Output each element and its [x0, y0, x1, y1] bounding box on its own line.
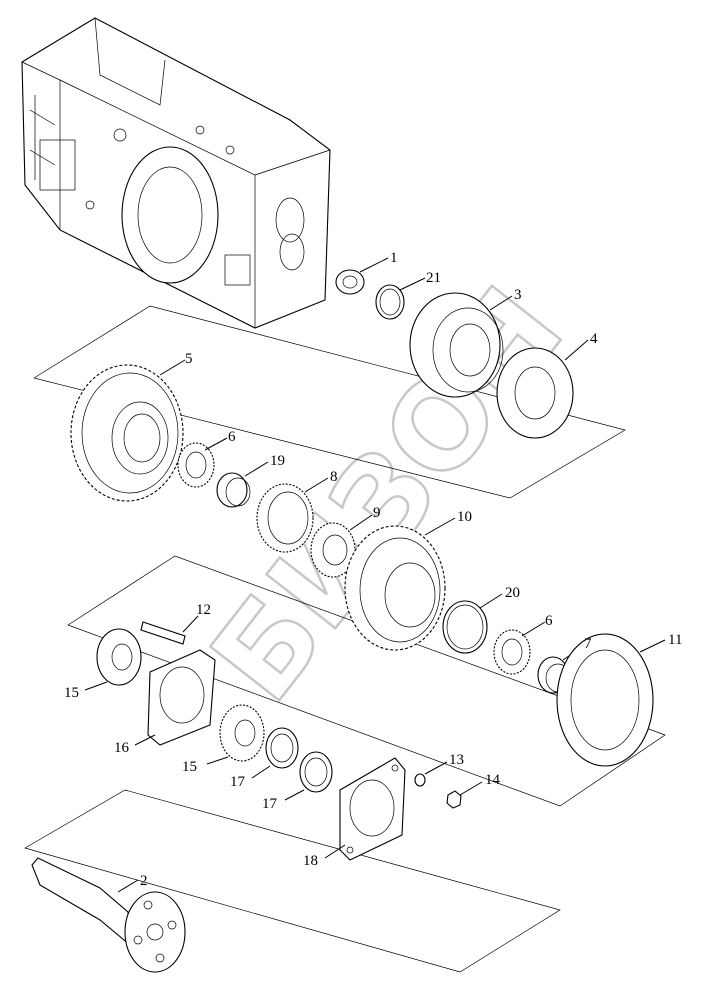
- label-6-upper: 6: [228, 429, 236, 445]
- label-15-right: 15: [182, 759, 197, 775]
- part-8-ring: [256, 477, 329, 553]
- label-1: 1: [390, 250, 398, 266]
- part-17-seal-upper: [251, 727, 299, 779]
- part-labels: 1 2 3 4 5 6 6 7 8 9 10 11 12 13 14 15 15…: [64, 250, 682, 889]
- label-4: 4: [590, 331, 598, 347]
- label-21: 21: [426, 270, 441, 286]
- part-21-ring: [375, 277, 426, 320]
- part-19-bushing: [216, 461, 269, 508]
- label-11: 11: [668, 632, 682, 648]
- label-12: 12: [196, 602, 211, 618]
- part-13-washer: [414, 761, 448, 787]
- part-5-gear: [70, 359, 186, 502]
- label-7: 7: [584, 636, 592, 652]
- part-16-housing: [134, 649, 216, 746]
- part-4-washer: [496, 339, 589, 439]
- part-20-circlip: [442, 593, 503, 654]
- part-2-shaft: [31, 857, 186, 973]
- label-6-lower: 6: [545, 613, 553, 629]
- part-6-needle-bearing-lower: [493, 621, 546, 675]
- part-15-bearing-left: [84, 628, 142, 691]
- label-19: 19: [270, 453, 285, 469]
- label-13: 13: [449, 752, 464, 768]
- part-18-cover: [324, 757, 406, 861]
- label-20: 20: [505, 585, 520, 601]
- group-outlines: [24, 305, 666, 973]
- label-8: 8: [330, 469, 338, 485]
- part-12-bolt: [140, 615, 199, 645]
- label-10: 10: [457, 509, 472, 525]
- gearbox-housing: [21, 17, 331, 329]
- label-18: 18: [303, 853, 318, 869]
- label-17-upper: 17: [230, 774, 246, 790]
- part-1-seal: [335, 257, 389, 295]
- label-5: 5: [185, 351, 193, 367]
- part-11-washer: [556, 633, 666, 767]
- label-15-left: 15: [64, 685, 79, 701]
- part-3-bearing: [409, 292, 513, 398]
- part-6-needle-bearing-upper: [177, 437, 228, 488]
- part-17-seal-lower: [284, 751, 333, 801]
- label-16: 16: [114, 740, 130, 756]
- label-17-lower: 17: [262, 796, 278, 812]
- label-2: 2: [140, 873, 148, 889]
- part-15-bearing-right: [206, 704, 265, 765]
- label-14: 14: [485, 772, 501, 788]
- part-10-gear: [344, 517, 456, 651]
- part-14-nut: [446, 781, 483, 809]
- label-9: 9: [373, 505, 381, 521]
- label-3: 3: [514, 287, 522, 303]
